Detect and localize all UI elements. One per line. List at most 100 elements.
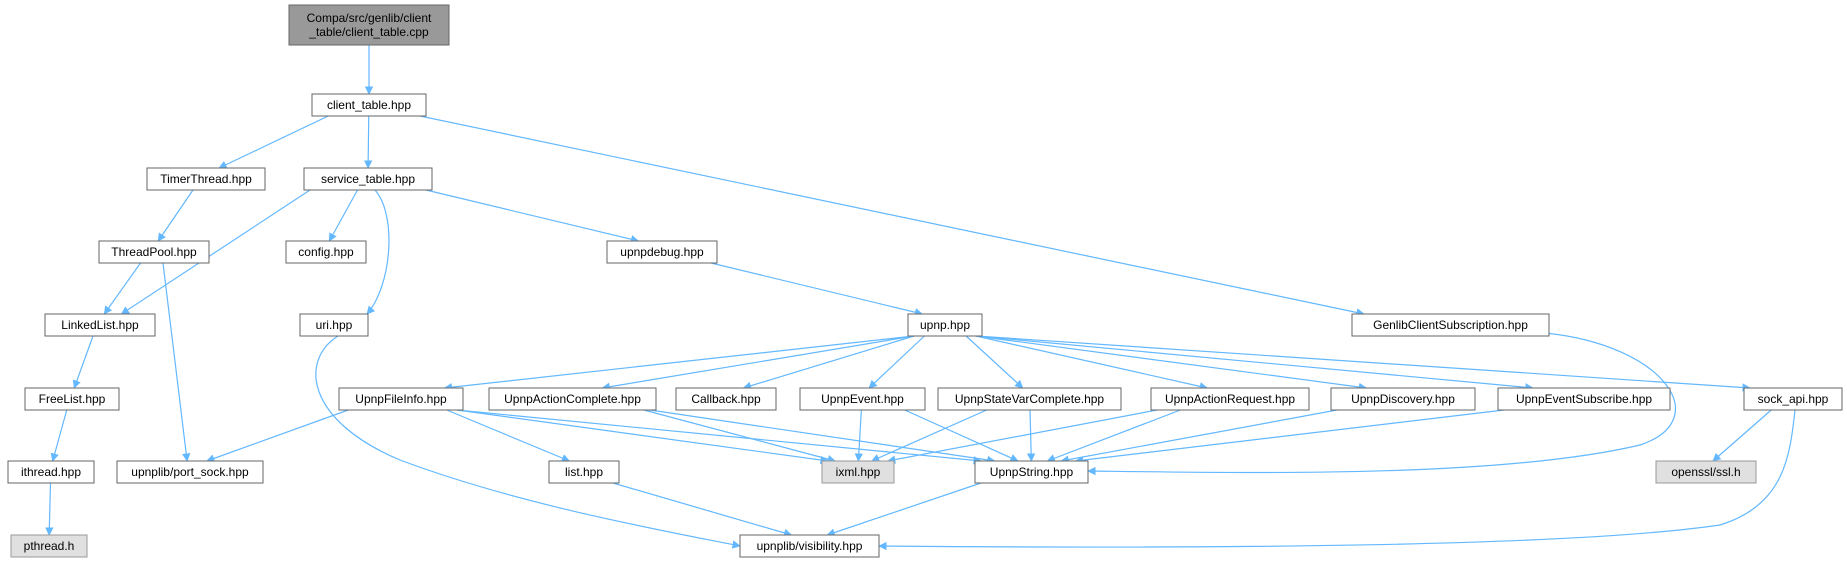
node-label: service_table.hpp <box>321 172 415 186</box>
node-box <box>10 534 88 558</box>
edge-upnp-to-UpnpDiscovery <box>975 335 1368 392</box>
edge-upnp-to-UpnpEventSubscribe <box>975 335 1534 392</box>
node-box <box>7 460 95 484</box>
edge-service_table-to-LinkedList <box>120 189 311 315</box>
node-label: UpnpActionRequest.hpp <box>1165 392 1295 406</box>
edge-UpnpActionRequest-to-UpnpString <box>1046 409 1181 463</box>
node-label: ithread.hpp <box>21 465 81 479</box>
node-TimerThread[interactable]: TimerThread.hpp <box>146 167 266 191</box>
edge-UpnpEvent-to-UpnpString <box>904 409 1019 462</box>
edge-sock_api-to-visibility <box>878 409 1796 551</box>
edge-GenlibClientSubscription-to-UpnpString <box>1087 332 1676 476</box>
node-label: TimerThread.hpp <box>160 172 252 186</box>
node-label: UpnpEventSubscribe.hpp <box>1516 392 1652 406</box>
edges-layer <box>45 45 1796 551</box>
node-upnp[interactable]: upnp.hpp <box>907 313 983 337</box>
node-UpnpString[interactable]: UpnpString.hpp <box>974 460 1089 484</box>
edge-UpnpEvent-to-ixml <box>854 409 863 462</box>
node-label: UpnpString.hpp <box>990 465 1074 479</box>
edge-ThreadPool-to-LinkedList <box>103 262 141 315</box>
node-label: ThreadPool.hpp <box>111 245 197 259</box>
node-box <box>675 387 777 411</box>
node-UpnpEventSubscribe[interactable]: UpnpEventSubscribe.hpp <box>1497 387 1671 411</box>
node-client_table[interactable]: client_table.hpp <box>311 93 427 117</box>
node-label: upnpdebug.hpp <box>620 245 704 259</box>
node-box <box>974 460 1089 484</box>
edge-upnp-to-UpnpActionRequest <box>975 335 1209 391</box>
node-box <box>44 313 156 337</box>
node-box <box>24 387 120 411</box>
edge-LinkedList-to-FreeList <box>72 335 94 389</box>
edge-list-to-visibility <box>612 482 793 537</box>
node-box <box>146 167 266 191</box>
node-ithread[interactable]: ithread.hpp <box>7 460 95 484</box>
node-box <box>98 240 210 264</box>
edge-client_table-to-GenlibClientSubscription <box>419 115 1365 317</box>
node-list[interactable]: list.hpp <box>548 460 620 484</box>
node-label: UpnpStateVarComplete.hpp <box>955 392 1105 406</box>
node-box <box>799 387 926 411</box>
node-root[interactable]: Compa/src/genlib/client_table/client_tab… <box>288 4 450 46</box>
node-box <box>311 93 427 117</box>
node-LinkedList[interactable]: LinkedList.hpp <box>44 313 156 337</box>
node-label: Callback.hpp <box>691 392 761 406</box>
node-service_table[interactable]: service_table.hpp <box>303 167 433 191</box>
node-upnpdebug[interactable]: upnpdebug.hpp <box>606 240 718 264</box>
edge-FreeList-to-ithread <box>50 409 68 462</box>
node-UpnpActionRequest[interactable]: UpnpActionRequest.hpp <box>1150 387 1310 411</box>
edge-upnp-to-UpnpStateVarComplete <box>965 335 1024 389</box>
node-config[interactable]: config.hpp <box>285 240 367 264</box>
node-label: pthread.h <box>24 539 75 553</box>
node-UpnpDiscovery[interactable]: UpnpDiscovery.hpp <box>1330 387 1476 411</box>
edge-UpnpEventSubscribe-to-UpnpString <box>1074 409 1505 465</box>
edge-UpnpStateVarComplete-to-UpnpString <box>1026 409 1036 462</box>
edge-service_table-to-uri <box>366 189 390 315</box>
node-label: uri.hpp <box>316 318 353 332</box>
node-label: UpnpDiscovery.hpp <box>1351 392 1455 406</box>
node-label: UpnpEvent.hpp <box>821 392 904 406</box>
edge-upnpdebug-to-upnp <box>710 262 924 317</box>
nodes-layer: Compa/src/genlib/client_table/client_tab… <box>7 4 1843 558</box>
node-box <box>937 387 1122 411</box>
edge-TimerThread-to-ThreadPool <box>157 189 194 242</box>
node-ixml[interactable]: ixml.hpp <box>821 460 895 484</box>
node-GenlibClientSubscription[interactable]: GenlibClientSubscription.hpp <box>1351 313 1550 337</box>
node-port_sock[interactable]: upnplib/port_sock.hpp <box>116 460 264 484</box>
edge-UpnpFileInfo-to-port_sock <box>206 409 349 463</box>
edge-upnp-to-UpnpActionComplete <box>601 335 915 391</box>
node-ThreadPool[interactable]: ThreadPool.hpp <box>98 240 210 264</box>
node-UpnpActionComplete[interactable]: UpnpActionComplete.hpp <box>488 387 657 411</box>
node-box <box>116 460 264 484</box>
node-box <box>299 313 369 337</box>
node-box <box>488 387 657 411</box>
node-box <box>285 240 367 264</box>
node-visibility[interactable]: upnplib/visibility.hpp <box>739 534 880 558</box>
node-uri[interactable]: uri.hpp <box>299 313 369 337</box>
node-label: openssl/ssl.h <box>1671 465 1740 479</box>
node-label: FreeList.hpp <box>39 392 106 406</box>
edge-UpnpFileInfo-to-list <box>446 409 571 462</box>
edge-UpnpDiscovery-to-UpnpString <box>1060 409 1338 464</box>
node-label: UpnpActionComplete.hpp <box>504 392 641 406</box>
node-UpnpEvent[interactable]: UpnpEvent.hpp <box>799 387 926 411</box>
node-label: config.hpp <box>298 245 354 259</box>
edge-sock_api-to-openssl <box>1712 409 1772 462</box>
node-UpnpStateVarComplete[interactable]: UpnpStateVarComplete.hpp <box>937 387 1122 411</box>
edge-UpnpFileInfo-to-ixml <box>456 409 829 465</box>
node-label: UpnpFileInfo.hpp <box>355 392 447 406</box>
node-sock_api[interactable]: sock_api.hpp <box>1743 387 1843 411</box>
node-UpnpFileInfo[interactable]: UpnpFileInfo.hpp <box>338 387 464 411</box>
node-label: client_table.hpp <box>327 98 411 112</box>
edge-client_table-to-TimerThread <box>218 115 329 169</box>
node-openssl[interactable]: openssl/ssl.h <box>1655 460 1757 484</box>
edge-ithread-to-pthread <box>45 482 54 536</box>
node-Callback[interactable]: Callback.hpp <box>675 387 777 411</box>
node-box <box>548 460 620 484</box>
node-label: _table/client_table.cpp <box>308 25 429 39</box>
node-box <box>821 460 895 484</box>
edge-uri-to-visibility <box>315 335 741 549</box>
node-FreeList[interactable]: FreeList.hpp <box>24 387 120 411</box>
edge-upnp-to-sock_api <box>975 335 1751 392</box>
node-pthread[interactable]: pthread.h <box>10 534 88 558</box>
edge-UpnpActionComplete-to-ixml <box>643 409 836 464</box>
